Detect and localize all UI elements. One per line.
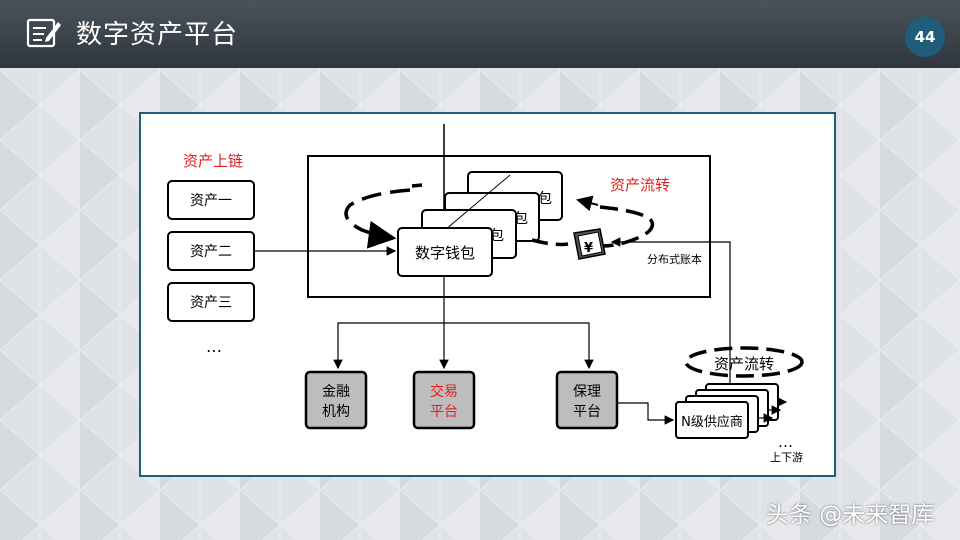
wallet-frame [307, 155, 711, 298]
wallet-card-back-3-label: 包 [538, 191, 552, 207]
ledger-label: 分布式账本 [647, 252, 702, 266]
factoring-platform-line2: 平台 [573, 404, 601, 420]
financial-institution-line1: 金融 [322, 384, 350, 400]
header-bar: 数字资产平台 44 [0, 0, 960, 68]
supplier-more: … [778, 433, 793, 451]
trading-platform-box: 交易 平台 [412, 370, 476, 430]
watermark-text: 头条 @未来智库 [766, 502, 935, 528]
asset-onchain-label: 资产上链 [183, 152, 243, 170]
asset-box-3: 资产三 [167, 282, 255, 322]
asset-box-1-label: 资产一 [190, 193, 232, 209]
asset-box-2-label: 资产二 [190, 244, 232, 260]
trading-platform-line2: 平台 [430, 404, 458, 420]
asset-box-3-label: 资产三 [190, 295, 232, 311]
wallet-card-back-1-label: 包 [490, 228, 504, 244]
assets-more: … [206, 337, 222, 356]
trading-platform-line1: 交易 [430, 383, 458, 400]
upstream-downstream-label: 上下游 [770, 451, 803, 464]
asset-box-2: 资产二 [167, 231, 255, 271]
financial-institution-line2: 机构 [322, 404, 350, 420]
page-title: 数字资产平台 [76, 20, 239, 50]
financial-institution-box: 金融 机构 [304, 370, 368, 430]
supplier-label: N级供应商 [681, 414, 743, 430]
asset-flow-label: 资产流转 [610, 176, 670, 194]
digital-wallet-label: 数字钱包 [415, 244, 475, 262]
page-number-badge: 44 [905, 17, 945, 57]
notepad-pencil-icon [26, 18, 61, 48]
factoring-platform-line1: 保理 [573, 384, 601, 400]
supplier-box: N级供应商 [675, 401, 749, 439]
ledger-symbol: ¥ [584, 241, 593, 256]
ledger-book-icon: ¥ [573, 228, 606, 260]
factoring-platform-box: 保理 平台 [555, 370, 619, 430]
digital-wallet-box: 数字钱包 [397, 227, 493, 277]
asset-box-1: 资产一 [167, 180, 255, 220]
supplier-flow-ellipse [684, 346, 804, 378]
wallet-card-back-2-label: 包 [514, 211, 528, 227]
supplier-flow-label: 资产流转 [714, 355, 774, 373]
